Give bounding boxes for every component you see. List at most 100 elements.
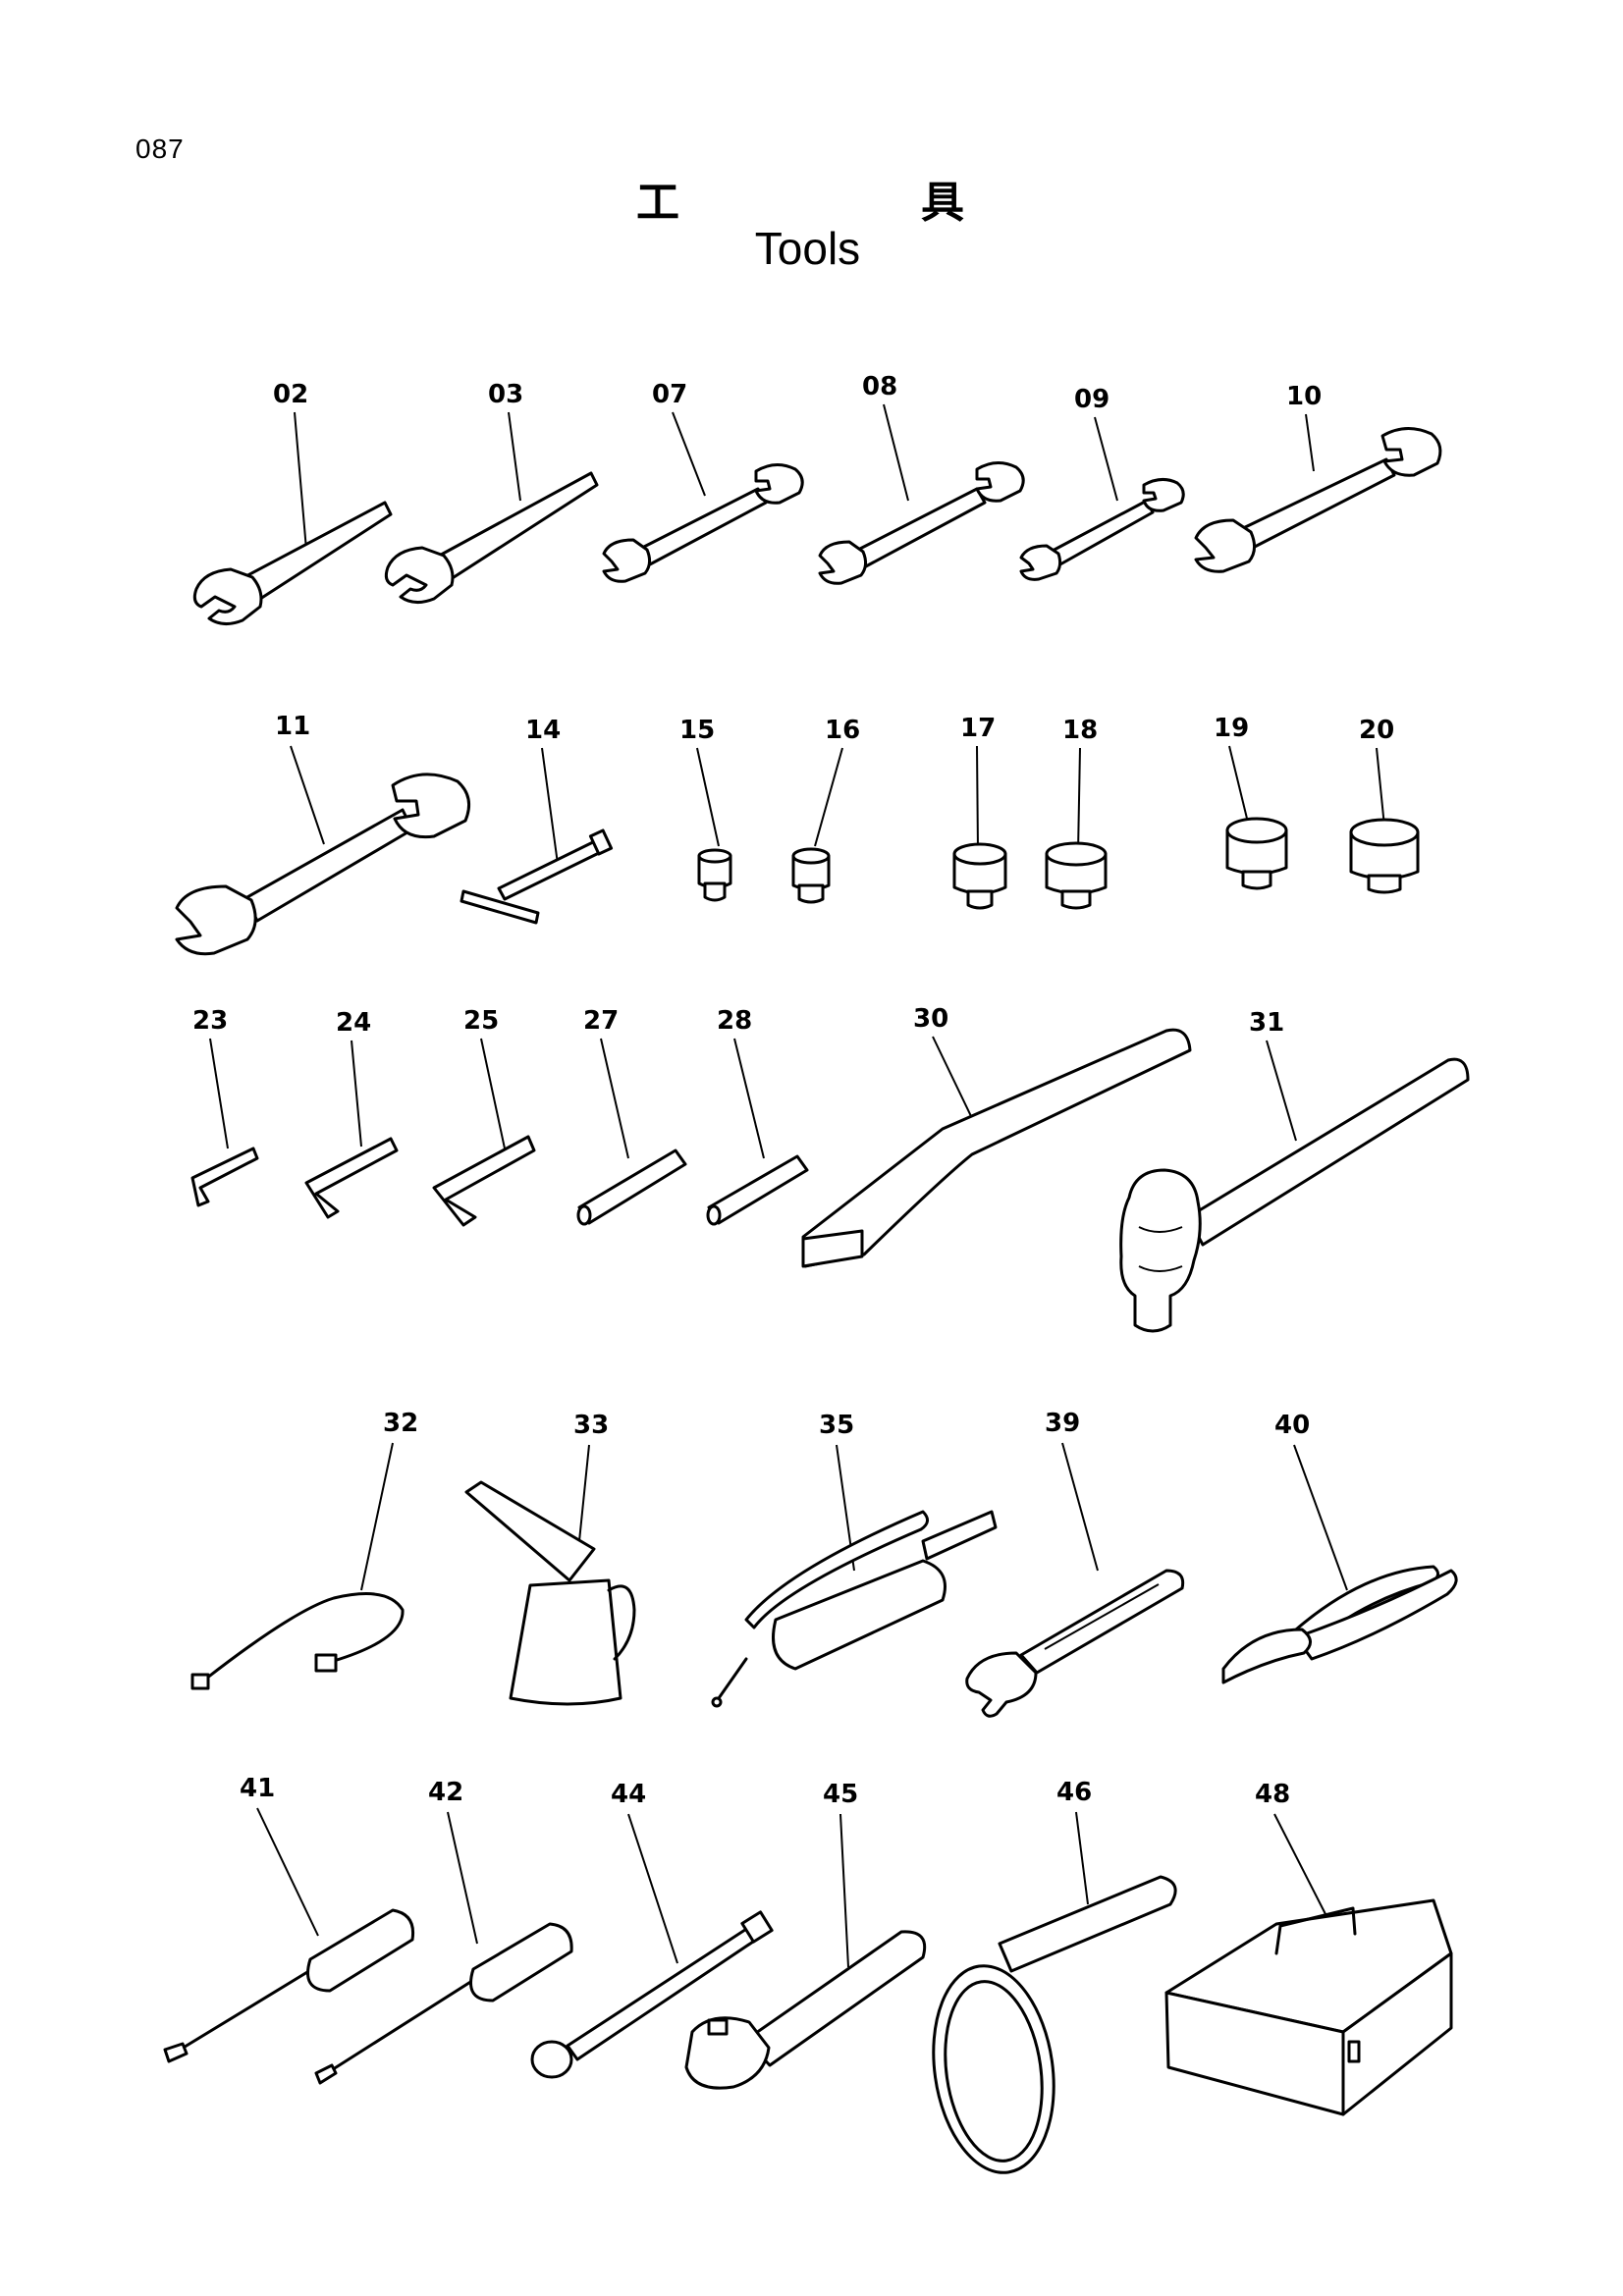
leader-40 <box>1293 1444 1348 1591</box>
callout-31: 31 <box>1249 1008 1284 1038</box>
tool-02-single-ended-spanner: 02 <box>192 380 393 625</box>
leader-32 <box>360 1442 394 1591</box>
leader-46 <box>1075 1811 1089 1905</box>
tool-20-socket: 20 <box>1349 716 1420 894</box>
spanner-09 <box>1049 499 1155 567</box>
leader-33 <box>578 1444 590 1542</box>
leader-44 <box>627 1813 678 1964</box>
leader-24 <box>351 1040 362 1148</box>
leader-19 <box>1228 745 1250 828</box>
leader-27 <box>600 1038 629 1159</box>
filter-wrench-strap-46 <box>932 1964 1055 2174</box>
spanner-03 <box>430 471 599 583</box>
extension-bar-30 <box>801 1028 1192 1268</box>
spanner-11 <box>243 808 414 923</box>
leader-48 <box>1273 1813 1326 1915</box>
callout-15: 15 <box>679 716 715 745</box>
grease-gun-barrel-35 <box>772 1559 947 1671</box>
hammer-head-31 <box>1119 1168 1202 1333</box>
tool-box-handle-48 <box>1274 1906 1357 1955</box>
hex-key-24 <box>304 1137 399 1219</box>
page-number: 087 <box>135 133 185 164</box>
callout-03: 03 <box>488 380 523 409</box>
tool-39-adjustable-wrench: 39 <box>965 1409 1185 1718</box>
callout-28: 28 <box>717 1006 752 1036</box>
oil-can-body-33 <box>509 1578 622 1706</box>
hammer-handle-31 <box>1186 1057 1470 1247</box>
tool-03-single-ended-spanner: 03 <box>384 380 599 604</box>
hex-key-25 <box>432 1135 536 1227</box>
screwdriver-handle-42 <box>469 1922 573 2002</box>
tool-14-t-handle: 14 <box>460 716 614 925</box>
tool-48-tool-box: 48 <box>1164 1780 1453 2116</box>
spanner-08 <box>852 487 987 569</box>
title-english-text: Tools <box>754 223 861 274</box>
leader-14 <box>541 747 559 865</box>
title-jp-char-2: 具 <box>921 178 964 228</box>
title-jp-char-1: 工 <box>636 178 679 228</box>
leader-10 <box>1305 413 1315 472</box>
callout-19: 19 <box>1214 714 1249 743</box>
callout-17: 17 <box>960 714 996 743</box>
callout-11: 11 <box>275 712 310 741</box>
tool-46-filter-wrench: 46 <box>932 1778 1177 2174</box>
tool-44-socket-extension: 44 <box>530 1780 774 2079</box>
callout-40: 40 <box>1274 1411 1310 1440</box>
leader-02 <box>294 411 307 551</box>
tool-17-socket: 17 <box>952 714 1007 910</box>
callout-46: 46 <box>1056 1778 1092 1807</box>
leader-45 <box>839 1813 849 1968</box>
leader-23 <box>209 1038 229 1149</box>
callout-35: 35 <box>819 1411 854 1440</box>
leader-11 <box>290 745 325 845</box>
hex-key-23 <box>190 1147 259 1207</box>
leader-28 <box>733 1038 765 1159</box>
tool-45-ratchet-handle: 45 <box>684 1780 927 2090</box>
tool-35-grease-gun: 35 <box>711 1411 998 1708</box>
callout-32: 32 <box>383 1409 418 1438</box>
tool-19-socket: 19 <box>1214 714 1288 890</box>
leader-15 <box>696 747 720 847</box>
tool-28-hex-bit: 28 <box>706 1006 809 1226</box>
callout-23: 23 <box>192 1006 228 1036</box>
callout-44: 44 <box>611 1780 646 1809</box>
tool-24-hex-key: 24 <box>304 1008 399 1219</box>
leader-42 <box>447 1811 478 1945</box>
callout-20: 20 <box>1359 716 1394 745</box>
tool-40-pliers: 40 <box>1221 1411 1458 1684</box>
leader-17 <box>976 745 979 853</box>
leader-39 <box>1061 1442 1099 1572</box>
leader-25 <box>480 1038 506 1149</box>
tool-07-double-ended-spanner: 07 <box>602 380 804 583</box>
t-handle-14 <box>497 837 607 901</box>
leader-16 <box>814 747 843 847</box>
leader-20 <box>1376 747 1385 828</box>
callout-39: 39 <box>1045 1409 1080 1438</box>
title-english: Tools <box>0 222 1623 275</box>
tool-18-socket: 18 <box>1045 716 1108 910</box>
grease-hose-32 <box>204 1592 405 1681</box>
screwdriver-handle-41 <box>306 1908 415 1993</box>
tool-30-extension-bar: 30 <box>801 1004 1192 1268</box>
tool-33-oil-can: 33 <box>464 1411 636 1706</box>
screwdriver-shaft-42 <box>328 1977 477 2073</box>
tool-16-socket: 16 <box>791 716 860 904</box>
tool-08-double-ended-spanner: 08 <box>818 372 1025 585</box>
screwdriver-shaft-41 <box>175 1967 314 2054</box>
leader-41 <box>256 1807 319 1937</box>
callout-02: 02 <box>273 380 308 409</box>
leader-18 <box>1077 747 1081 853</box>
leader-09 <box>1094 416 1118 502</box>
leader-08 <box>883 403 909 502</box>
tool-42-phillips-screwdriver: 42 <box>314 1778 573 2085</box>
callout-48: 48 <box>1255 1780 1290 1809</box>
tool-25-hex-key: 25 <box>432 1006 536 1227</box>
callout-24: 24 <box>336 1008 371 1038</box>
spanner-02 <box>239 501 393 603</box>
tool-32-grease-hose: 32 <box>190 1409 418 1690</box>
adjustable-wrench-39 <box>1019 1569 1185 1675</box>
hex-bit-27 <box>577 1148 687 1225</box>
callout-27: 27 <box>583 1006 619 1036</box>
leader-03 <box>508 411 521 502</box>
